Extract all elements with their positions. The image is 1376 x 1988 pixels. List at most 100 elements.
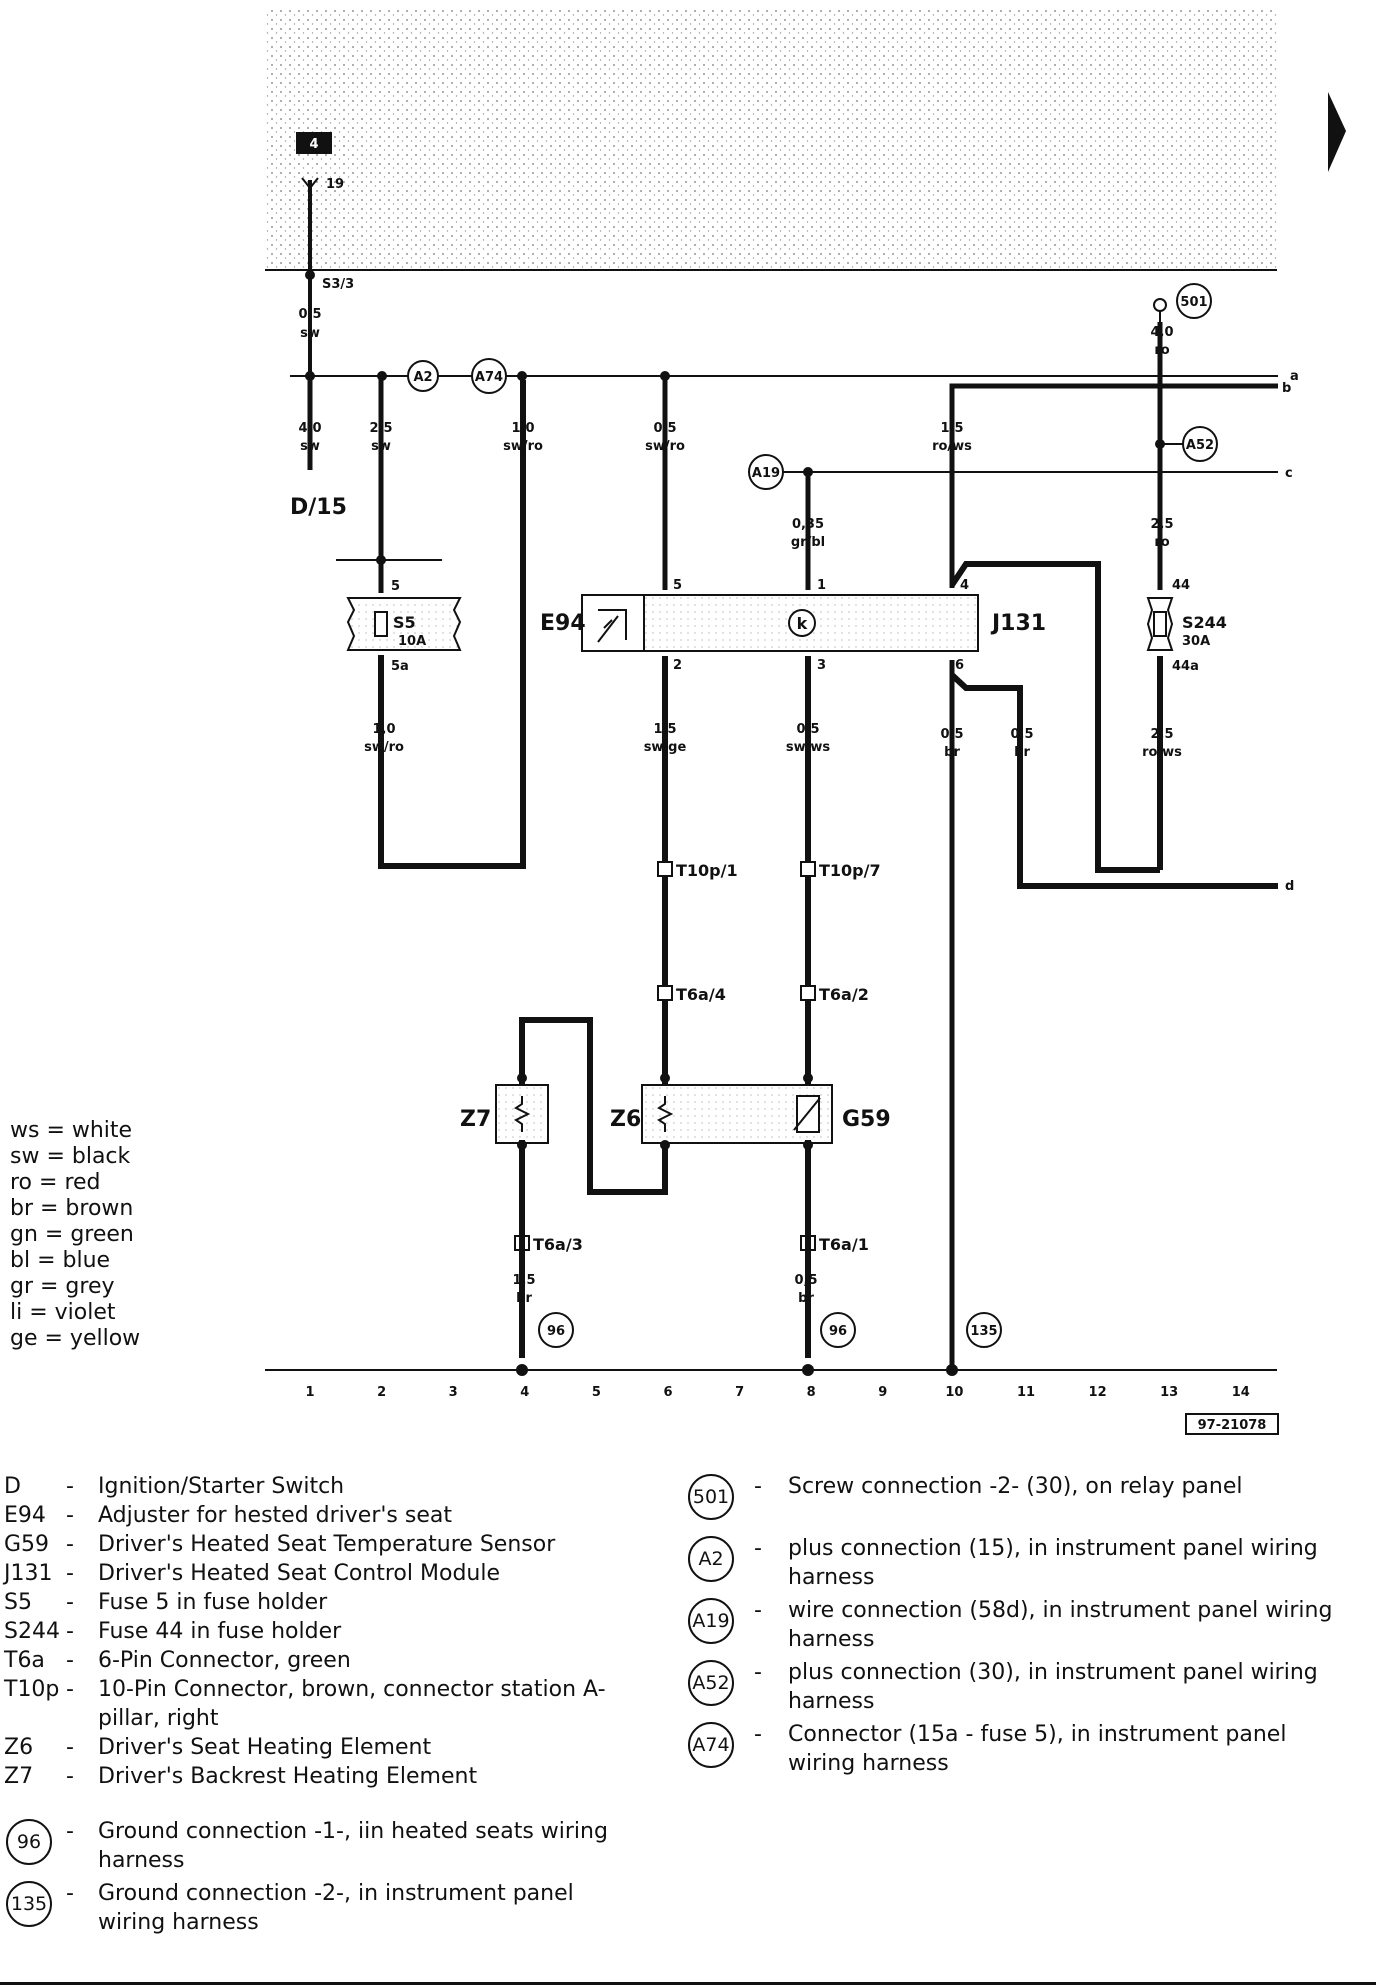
svg-text:501: 501 (1180, 295, 1207, 310)
j131-label: J131 (990, 611, 1046, 636)
column-number: 10 (945, 1385, 963, 1400)
svg-text:Z7: Z7 (460, 1107, 491, 1132)
legend-desc: Connector (15a - fuse 5), in instrument … (788, 1722, 1287, 1776)
svg-text:0,35: 0,35 (792, 517, 824, 532)
svg-text:T6a/3: T6a/3 (533, 1235, 583, 1254)
svg-text:96: 96 (829, 1324, 847, 1339)
legend-code: Z6 (4, 1735, 34, 1760)
svg-text:d: d (1285, 879, 1294, 894)
legend-connection-item: A2-plus connection (15), in instrument p… (688, 1534, 1348, 1592)
svg-text:T10p/7: T10p/7 (819, 861, 881, 880)
fuse-s5: 5 5a S5 10A (346, 579, 462, 674)
svg-text:0,5: 0,5 (1010, 727, 1033, 742)
svg-text:T10p/1: T10p/1 (676, 861, 738, 880)
reference-number: 97-21078 (1185, 1413, 1279, 1435)
legend-item: Z6-Driver's Seat Heating Element (4, 1733, 644, 1762)
legend-desc: Driver's Heated Seat Temperature Sensor (98, 1532, 556, 1557)
ground-wires: 1,5 br 0,5 br 96 96 135 (512, 1273, 1002, 1376)
column-number: 9 (878, 1385, 887, 1400)
svg-text:1,5: 1,5 (940, 421, 963, 436)
svg-text:4,0: 4,0 (298, 421, 321, 436)
legend-dash: - (66, 1735, 74, 1760)
svg-text:2,5: 2,5 (1150, 727, 1173, 742)
column-number: 13 (1160, 1385, 1178, 1400)
bottom-rule (0, 1982, 1376, 1985)
svg-text:T6a/4: T6a/4 (676, 985, 726, 1004)
legend-dash: - (754, 1536, 762, 1561)
legend-item: S244-Fuse 44 in fuse holder (4, 1617, 644, 1646)
svg-text:96: 96 (547, 1324, 565, 1339)
svg-text:44: 44 (1172, 578, 1190, 593)
legend-dash: - (66, 1561, 74, 1586)
s5-label: S5 (393, 613, 416, 632)
legend-item: T10p-10-Pin Connector, brown, connector … (4, 1675, 644, 1733)
legend-ground-item: 135-Ground connection -2-, in instrument… (4, 1879, 644, 1937)
svg-text:sw: sw (300, 326, 320, 341)
connector-labels: T10p/1 T10p/7 T6a/4 T6a/2 T6a/3 T6a/1 (514, 861, 881, 1254)
ref-19-label: 19 (326, 177, 344, 192)
color-key-item: ge = yellow (10, 1326, 141, 1351)
legend-item: D-Ignition/Starter Switch (4, 1472, 644, 1501)
ground-circle-icon: 135 (6, 1881, 52, 1927)
legend-dash: - (66, 1764, 74, 1789)
d15-label: D/15 (290, 495, 347, 520)
svg-text:30A: 30A (1182, 634, 1210, 649)
connection-circle-icon: A52 (688, 1660, 734, 1706)
heating-element-z6-g59: Z6 G59 (610, 1084, 891, 1144)
legend-desc: Fuse 5 in fuse holder (98, 1590, 328, 1615)
legend-desc: 10-Pin Connector, brown, connector stati… (98, 1677, 606, 1731)
connection-a2: A2 (382, 360, 439, 392)
column-number: 8 (807, 1385, 816, 1400)
color-key-item: bl = blue (10, 1248, 111, 1273)
connection-circle-icon: A74 (688, 1722, 734, 1768)
legend-desc: Screw connection -2- (30), on relay pane… (788, 1474, 1243, 1499)
svg-text:sw/ro: sw/ro (645, 439, 685, 454)
column-number: 5 (592, 1385, 601, 1400)
legend-desc: 6-Pin Connector, green (98, 1648, 351, 1673)
wire-s5-feed: 2,5 sw (336, 376, 442, 593)
column-number: 2 (377, 1385, 386, 1400)
legend-desc: Ignition/Starter Switch (98, 1474, 345, 1499)
legend-item: T6a-6-Pin Connector, green (4, 1646, 644, 1675)
svg-text:97-21078: 97-21078 (1198, 1418, 1267, 1433)
svg-text:Z6: Z6 (610, 1107, 641, 1132)
svg-text:br: br (1014, 745, 1030, 760)
wire-col13: 2,5 ro 2,5 ro/ws (1142, 322, 1182, 870)
svg-text:2,5: 2,5 (1150, 517, 1173, 532)
legend-dash: - (754, 1598, 762, 1623)
legend-item: S5-Fuse 5 in fuse holder (4, 1588, 644, 1617)
svg-text:6: 6 (955, 658, 964, 673)
svg-text:5a: 5a (391, 659, 409, 674)
column-number: 6 (663, 1385, 672, 1400)
svg-text:gr/bl: gr/bl (791, 535, 825, 550)
legend-item: E94-Adjuster for hested driver's seat (4, 1501, 644, 1530)
svg-text:sw: sw (371, 439, 391, 454)
s33-label: S3/3 (322, 277, 354, 292)
svg-text:0,5: 0,5 (653, 421, 676, 436)
color-key-item: gn = green (10, 1222, 134, 1247)
svg-text:ro/ws: ro/ws (1142, 745, 1182, 760)
legend-code: S244 (4, 1619, 60, 1644)
connection-legend: 501-Screw connection -2- (30), on relay … (688, 1472, 1348, 1782)
svg-text:br: br (944, 745, 960, 760)
legend-code: T6a (4, 1648, 45, 1673)
svg-text:G59: G59 (842, 1107, 891, 1132)
next-page-arrow-icon[interactable] (1328, 92, 1346, 172)
svg-text:A74: A74 (475, 370, 503, 385)
svg-text:1,5: 1,5 (512, 1273, 535, 1288)
legend-code: T10p (4, 1677, 60, 1702)
svg-text:sw/ro: sw/ro (364, 740, 404, 755)
svg-text:44a: 44a (1172, 659, 1199, 674)
wire-col6: 0,5 sw/ro 1,5 sw/ge (644, 376, 687, 1085)
legend-dash: - (754, 1474, 762, 1499)
legend-dash: - (66, 1474, 74, 1499)
svg-text:0,5: 0,5 (940, 727, 963, 742)
svg-text:a: a (1290, 369, 1299, 384)
legend-item: G59-Driver's Heated Seat Temperature Sen… (4, 1530, 644, 1559)
heating-element-z7: Z7 (460, 1084, 549, 1144)
legend-desc: Ground connection -1-, iin heated seats … (98, 1819, 608, 1873)
svg-text:sw/ge: sw/ge (644, 740, 687, 755)
legend-desc: Driver's Heated Seat Control Module (98, 1561, 500, 1586)
